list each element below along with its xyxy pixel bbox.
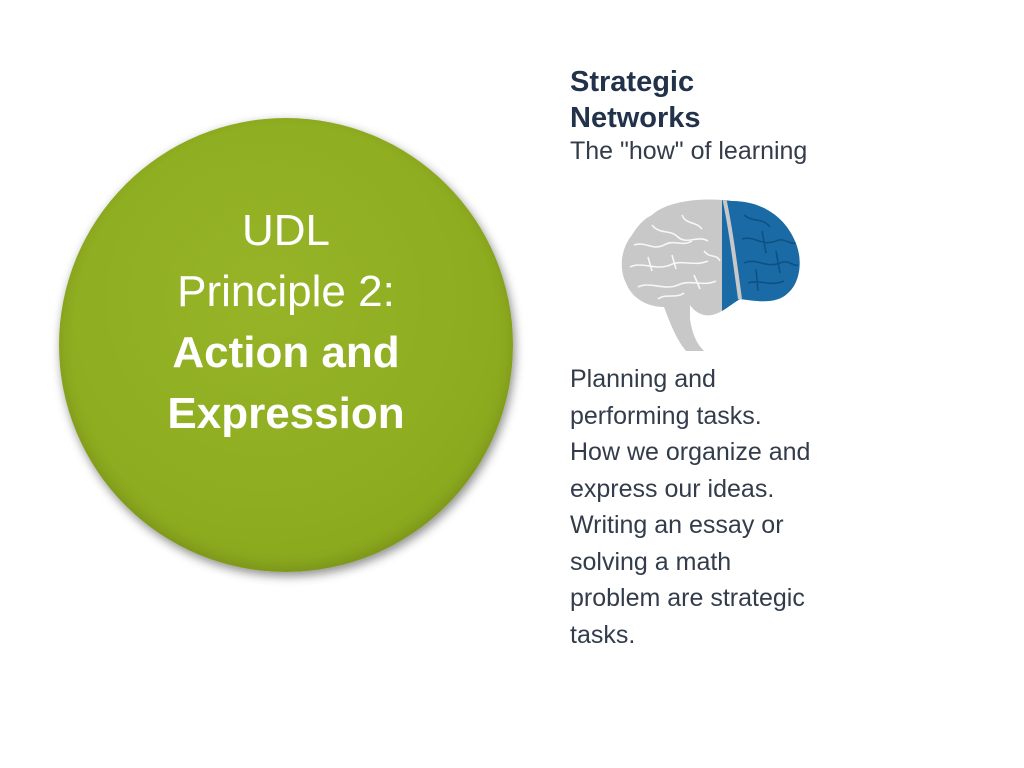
principle-circle xyxy=(59,118,513,572)
principle-name-line-2: Expression xyxy=(167,389,405,438)
network-title: Strategic Networks xyxy=(570,66,701,134)
description-line: solving a math xyxy=(570,547,732,576)
description-line: Writing an essay or xyxy=(570,511,784,539)
principle-number: Principle 2: xyxy=(177,267,395,316)
description-line: problem are strategic xyxy=(570,584,805,612)
network-panel: Strategic Networks The "how" of learning xyxy=(570,64,880,166)
description-line: How we organize and xyxy=(570,438,811,466)
description-line: express our ideas. xyxy=(570,474,775,503)
description-line: performing tasks. xyxy=(570,401,762,430)
network-description: Planning and performing tasks. How we or… xyxy=(570,361,880,653)
principle-heading: UDL Principle 2: Action and Expression xyxy=(59,200,513,444)
description-line: Planning and xyxy=(570,365,716,393)
brain-icon xyxy=(612,195,812,355)
network-subtitle: The "how" of learning xyxy=(570,137,808,165)
description-line: tasks. xyxy=(570,620,636,649)
principle-label: UDL xyxy=(241,206,331,255)
principle-name-line-1: Action and xyxy=(172,328,400,377)
